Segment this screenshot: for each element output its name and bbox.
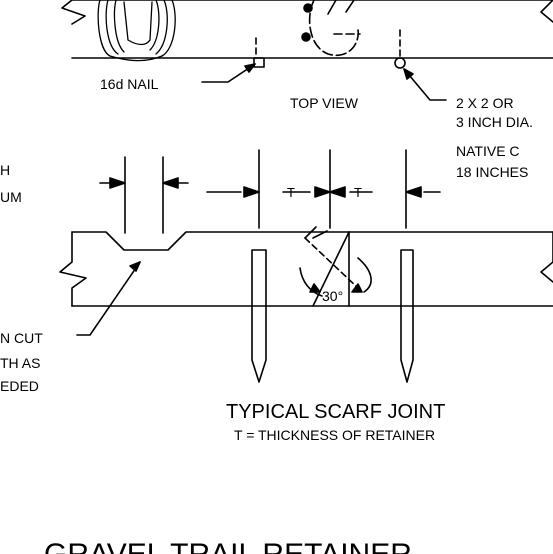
log-end-grain-top — [97, 0, 176, 62]
left-note-top-line-2: UM — [0, 189, 22, 205]
stake-left-side — [251, 249, 267, 383]
nail-label: 16d NAIL — [100, 76, 159, 92]
stake-leader — [403, 68, 447, 101]
left-note-bottom-line-3: EDED — [0, 378, 39, 394]
nail-top-view — [253, 37, 265, 68]
left-note-bottom-line-1: N CUT — [0, 330, 43, 346]
scarf-joint-subtitle: T = THICKNESS OF RETAINER — [234, 427, 435, 443]
angle-arcs — [299, 257, 372, 297]
thickness-label-left: T — [287, 185, 295, 200]
stake-label-line-2: 3 INCH DIA. — [456, 114, 533, 130]
notch-width-dimension — [99, 177, 189, 189]
break-symbol-top-left — [61, 0, 86, 25]
scarf-top-view — [308, 0, 361, 57]
left-note-top-line-1: H — [0, 162, 10, 178]
thickness-label-right: T — [354, 185, 362, 200]
retainer-top-edge — [71, 231, 553, 251]
sheet-title: GRAVEL TRAIL RETAINER — [44, 538, 412, 554]
notch-leader — [76, 261, 141, 336]
scarf-joint-title: TYPICAL SCARF JOINT — [226, 401, 445, 423]
break-symbol-side-right — [540, 231, 553, 283]
nail-head-2 — [301, 32, 311, 42]
top-view-retainer — [71, 0, 553, 59]
stake-label-line-4: 18 INCHES — [456, 164, 528, 180]
break-symbol-top-right — [540, 0, 553, 23]
nail-head-1 — [303, 3, 313, 13]
break-symbol-side-left — [59, 231, 87, 307]
stake-right-side — [400, 249, 414, 383]
stake-label-line-3: NATIVE C — [456, 143, 520, 159]
nail-leader — [201, 63, 256, 83]
stake-top-view — [394, 29, 406, 69]
top-view-label: TOP VIEW — [290, 95, 359, 111]
thickness-dimension — [206, 149, 441, 229]
angle-label: 30° — [322, 288, 343, 304]
scarf-cut — [304, 226, 359, 307]
left-note-bottom-line-2: TH AS — [0, 355, 40, 371]
stake-label-line-1: 2 X 2 OR — [456, 95, 514, 111]
